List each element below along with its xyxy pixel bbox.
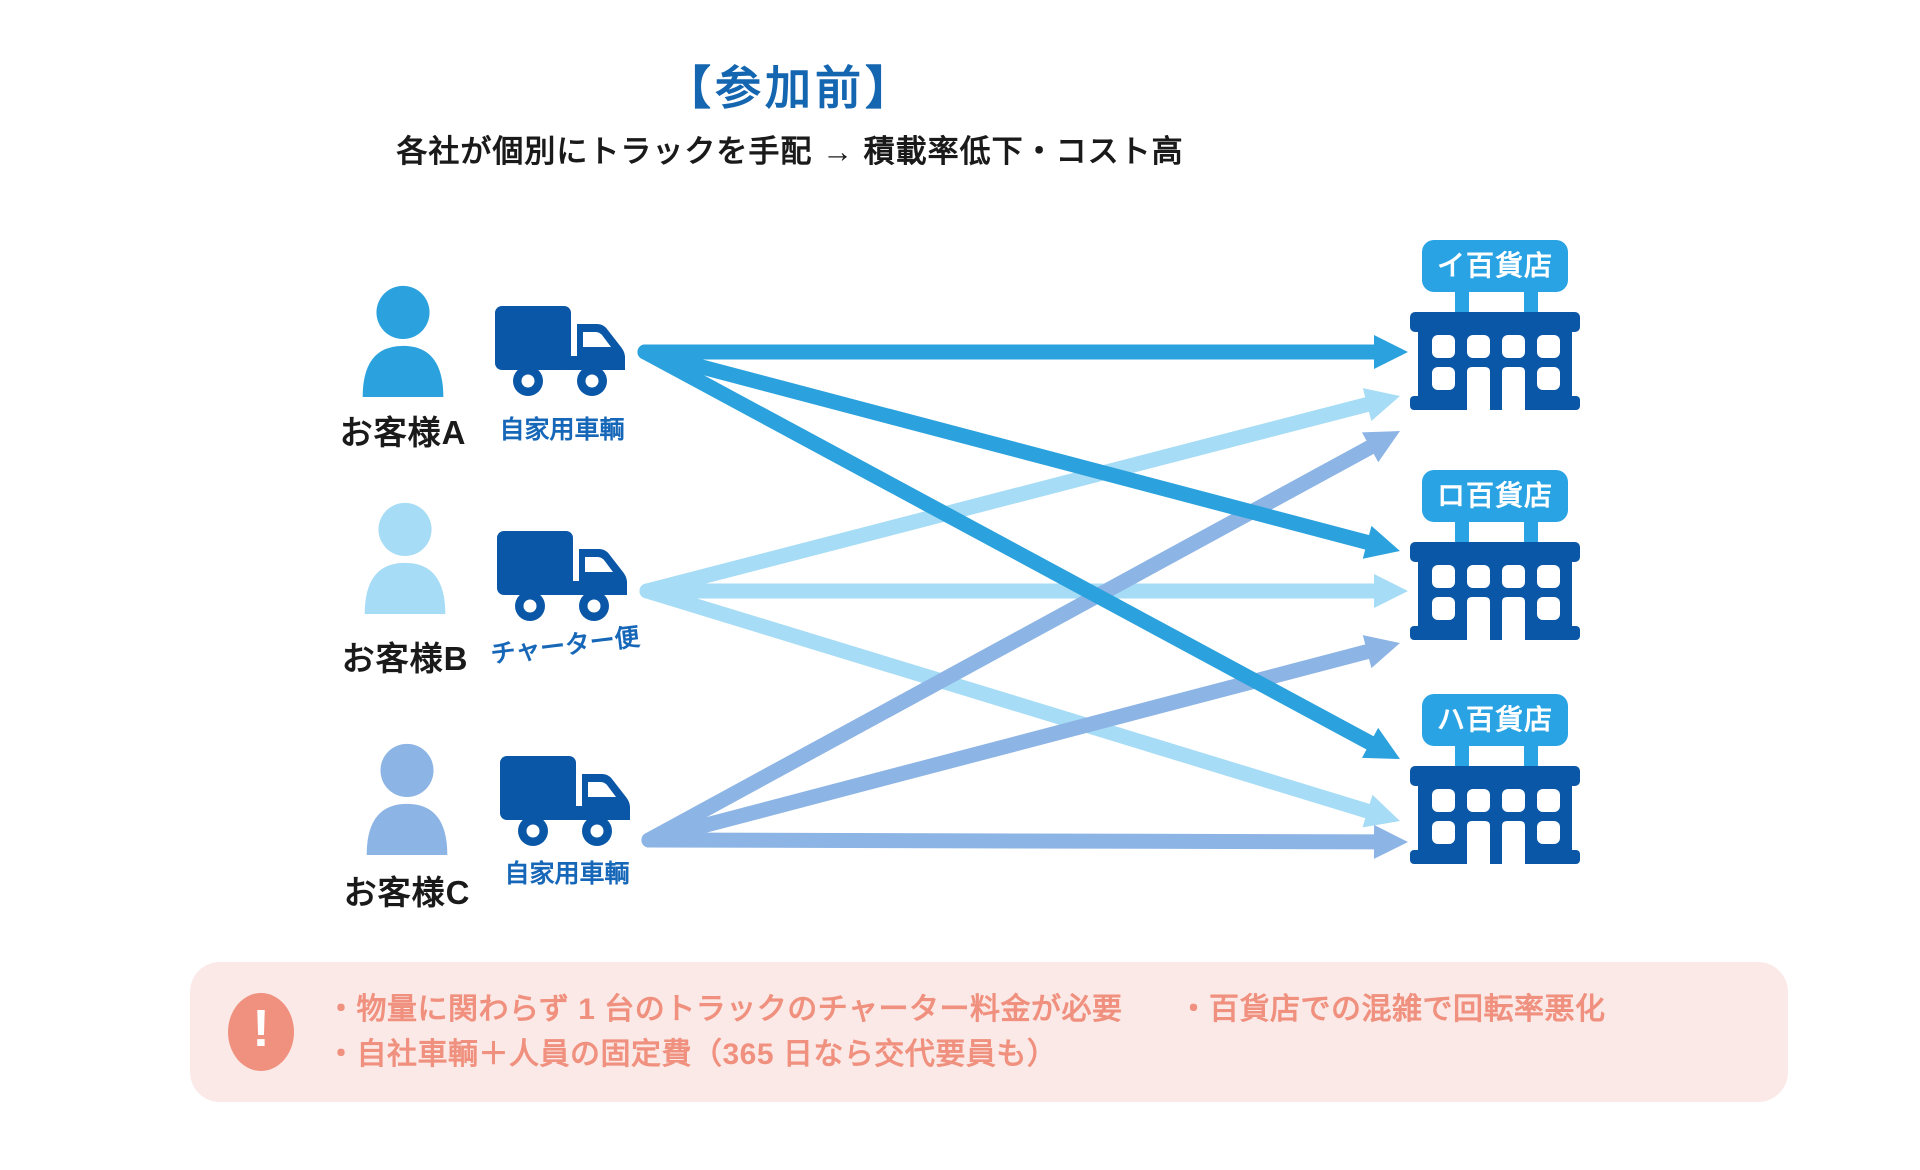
arrow-head [1362,388,1400,421]
sign-leg [1524,744,1538,766]
customer-label: お客様B [341,640,469,677]
store-1: イ百貨店 [1410,240,1580,410]
notice-text: ・物量に関わらず 1 台のトラックのチャーター料金が必要 ・百貨店での混雑で回転… [326,987,1605,1077]
delivery-arrow [637,344,1387,756]
delivery-arrow [641,434,1387,848]
arrow-head [1362,525,1400,559]
page-subtitle: 各社が個別にトラックを手配 → 積載率低下・コスト高 [396,134,1184,169]
delivery-arrow [641,641,1385,848]
store-sign: ハ百貨店 [1422,694,1568,746]
notice-line: ・自社車輌＋人員の固定費（365 日なら交代要員も） [326,1032,1605,1077]
vehicle-label: 自家用車輌 [499,416,625,444]
department-store-icon [1410,542,1580,640]
notice-item: ・物量に関わらず 1 台のトラックのチャーター料金が必要 [326,993,1123,1026]
exclamation-icon: ! [228,993,294,1071]
exclamation-glyph: ! [252,1000,270,1058]
store-sign: イ百貨店 [1422,240,1568,292]
store-sign: ロ百貨店 [1422,470,1568,522]
sign-leg [1455,290,1469,312]
delivery-arrow [639,583,1385,822]
truck-icon [496,531,628,623]
notice-item: ・百貨店での混雑で回転率悪化 [1178,993,1606,1026]
store-2: ロ百貨店 [1410,470,1580,640]
arrow-head [1362,727,1400,759]
arrow-head [1362,431,1400,463]
notice-item: ・自社車輌＋人員の固定費（365 日なら交代要員も） [326,1038,1058,1071]
arrow-head [1373,824,1408,859]
notice-gap [1122,987,1178,1032]
delivery-arrow [637,344,1385,553]
customer-label: お客様A [339,414,467,451]
customer-label: お客様C [343,874,471,911]
arrow-head [1362,794,1400,828]
sign-leg [1455,744,1469,766]
truck-icon [499,756,631,848]
person-icon [348,734,466,856]
person-icon [344,276,462,398]
department-store-icon [1410,312,1580,410]
page-title: 【参加前】 [665,62,915,114]
department-store-icon [1410,766,1580,864]
sign-leg [1524,520,1538,542]
store-3: ハ百貨店 [1410,694,1580,864]
sign-leg [1524,290,1538,312]
delivery-arrow [641,832,1392,850]
sign-leg [1455,520,1469,542]
person-icon [346,493,464,615]
arrow-head [1362,635,1400,669]
notice-line: ・物量に関わらず 1 台のトラックのチャーター料金が必要 ・百貨店での混雑で回転… [326,987,1605,1032]
delivery-arrow [639,394,1385,599]
vehicle-label: 自家用車輌 [504,860,630,888]
notice-box: ! ・物量に関わらず 1 台のトラックのチャーター料金が必要 ・百貨店での混雑で… [190,962,1788,1102]
arrow-head [1374,574,1408,608]
arrow-head [1374,335,1408,369]
truck-icon [494,306,626,398]
